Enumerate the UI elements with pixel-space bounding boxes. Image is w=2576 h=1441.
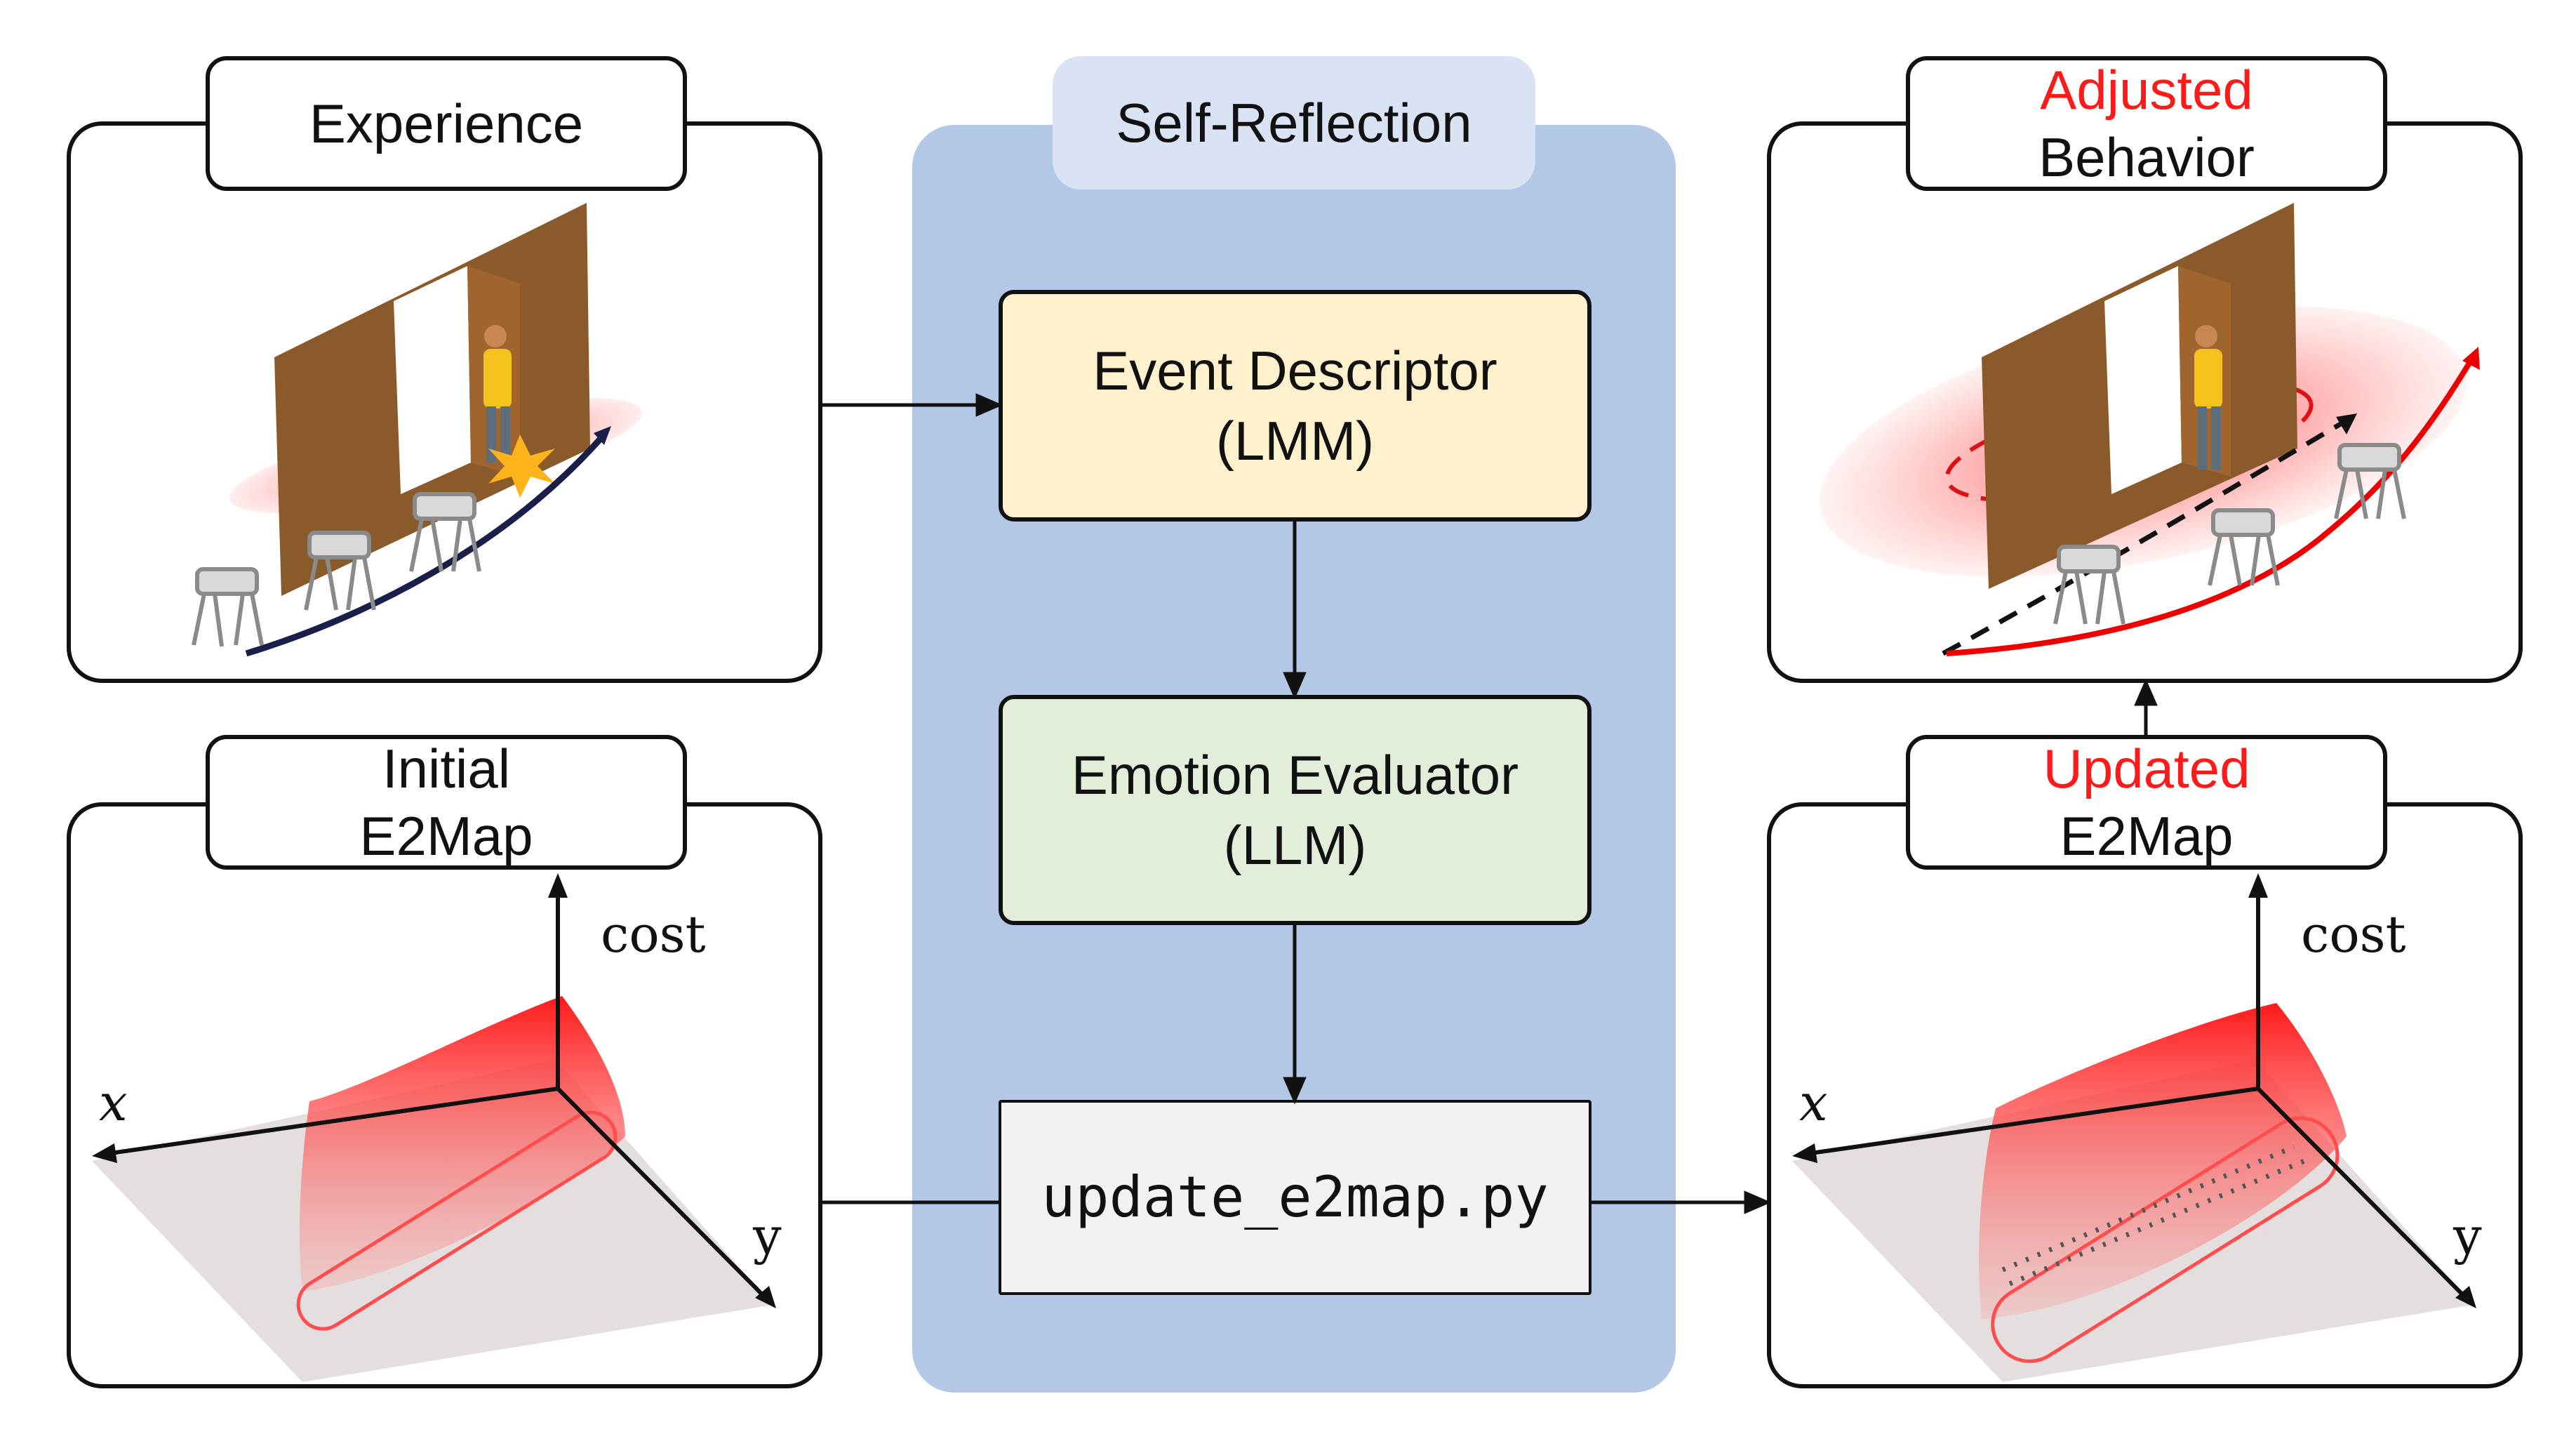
person-body <box>2194 349 2222 409</box>
cost-surface <box>1979 1003 2347 1319</box>
cost-axis-arrowhead <box>2248 873 2268 898</box>
door-opening <box>2104 266 2182 494</box>
update-script-label: update_e2map.py <box>1041 1164 1549 1230</box>
adjusted-path <box>1946 355 2476 656</box>
robot-dogs <box>192 492 481 647</box>
adjusted-behavior-panel <box>1767 121 2523 683</box>
y-axis-label: y <box>753 1207 782 1266</box>
y-axis-arrowhead <box>755 1286 776 1308</box>
updated-e2map-plot <box>1792 873 2476 1382</box>
adjusted-behavior-tag: Adjusted Behavior <box>1906 56 2387 191</box>
trajectory-arrowhead <box>594 426 611 445</box>
x-axis <box>1806 1087 2259 1156</box>
x-axis <box>105 1087 559 1156</box>
experience-label: Experience <box>309 93 584 154</box>
sample-points <box>2001 1144 2295 1273</box>
person-leg <box>2197 406 2207 470</box>
person-leg <box>486 406 496 463</box>
experience-tag: Experience <box>206 56 687 191</box>
trajectory-line <box>245 432 607 657</box>
cost-axis-arrowhead <box>548 873 568 898</box>
person-head <box>2195 325 2217 347</box>
person-head <box>484 325 507 347</box>
self-reflection-title: Self-Reflection <box>1053 56 1535 190</box>
emotion-evaluator-box: Emotion Evaluator (LLM) <box>999 695 1591 925</box>
x-axis-label: x <box>1799 1073 1828 1132</box>
e2map-label: E2Map <box>2060 805 2234 867</box>
adjusted-label: Adjusted <box>2040 59 2253 121</box>
initial-label: Initial <box>382 738 511 799</box>
adjusted-path-arrowhead <box>2462 347 2480 370</box>
cost-surface <box>299 996 625 1291</box>
cost-axis-label: cost <box>601 905 706 964</box>
initial-e2map-plot <box>92 873 776 1382</box>
original-path <box>1942 418 2348 656</box>
original-path-arrowhead <box>2336 413 2357 434</box>
event-descriptor-box: Event Descriptor (LMM) <box>999 290 1591 522</box>
person-body <box>483 349 512 409</box>
y-axis <box>2256 1087 2468 1300</box>
initial-e2map-panel: cost x y <box>67 802 822 1388</box>
emotion-evaluator-model: (LLM) <box>1223 814 1367 876</box>
event-descriptor-model: (LMM) <box>1215 410 1375 472</box>
cost-contour <box>1991 1116 2340 1363</box>
update-script-box: update_e2map.py <box>999 1100 1591 1295</box>
risk-boundary <box>1944 380 2314 503</box>
updated-label: Updated <box>2043 738 2250 799</box>
y-axis-arrowhead <box>2455 1286 2476 1308</box>
emotion-evaluator-title: Emotion Evaluator <box>1071 744 1519 806</box>
x-axis-label: x <box>99 1073 128 1132</box>
sample-points <box>2008 1158 2306 1287</box>
robot-dogs <box>2053 443 2406 625</box>
updated-e2map-tag: Updated E2Map <box>1906 735 2387 870</box>
updated-e2map-panel: cost x y <box>1767 802 2523 1388</box>
person-leg <box>500 406 510 463</box>
person-leg <box>2211 406 2221 470</box>
event-descriptor-title: Event Descriptor <box>1093 340 1497 401</box>
y-axis-label: y <box>2453 1207 2482 1266</box>
self-reflection-label: Self-Reflection <box>1116 91 1472 154</box>
e2map-label: E2Map <box>359 805 533 867</box>
experience-illustration <box>192 203 642 657</box>
initial-e2map-tag: Initial E2Map <box>206 735 687 870</box>
y-axis <box>556 1087 768 1300</box>
x-axis-arrowhead <box>92 1143 117 1163</box>
cost-contour <box>296 1110 618 1331</box>
x-axis-arrowhead <box>1792 1143 1817 1163</box>
adjusted-behavior-illustration <box>1819 203 2480 656</box>
arrowhead <box>1744 1190 1772 1214</box>
door-opening <box>394 266 471 494</box>
behavior-label: Behavior <box>2038 126 2255 188</box>
collision-icon <box>488 434 555 498</box>
experience-panel <box>67 121 822 683</box>
cost-axis-label: cost <box>2301 905 2406 964</box>
